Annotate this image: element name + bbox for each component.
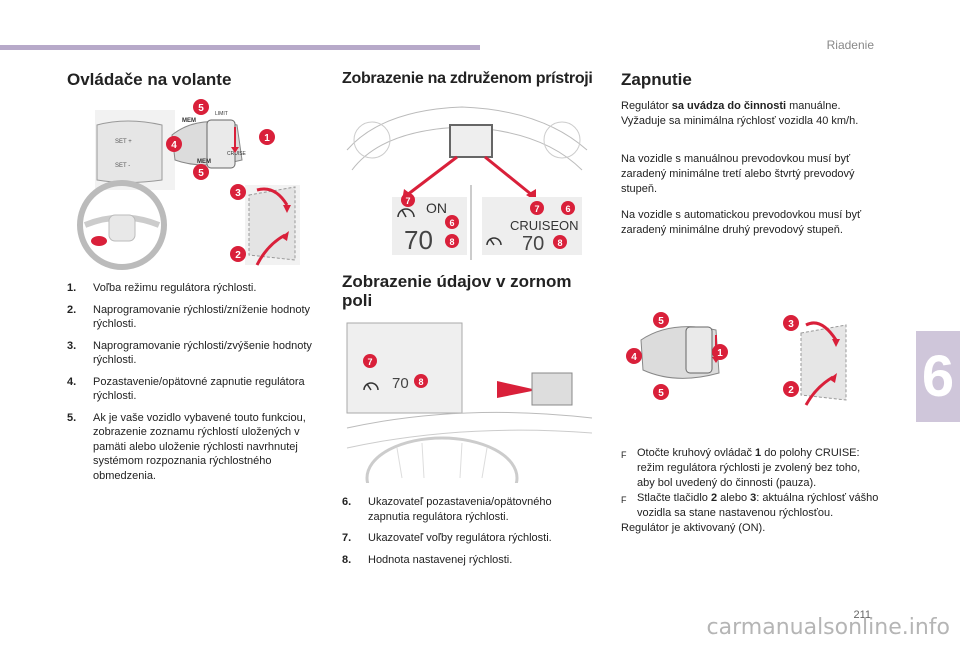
right-callout-8: 8: [557, 238, 562, 248]
left-callout-6: 6: [449, 218, 454, 228]
steering-controls-title: Ovládače na volante: [67, 70, 232, 89]
list-item: 5.Ak je vaše vozidlo vybavené touto funk…: [67, 411, 306, 482]
callout-5-top: 5: [198, 103, 204, 114]
fig1-mem-bottom-text: MEM: [197, 159, 211, 165]
act-callout-5-top: 5: [658, 316, 664, 327]
right-display-mode: CRUISE: [510, 218, 559, 233]
callout-2: 2: [235, 250, 241, 261]
left-display-status: ON: [426, 200, 447, 216]
left-display-speed: 70: [404, 225, 433, 255]
left-callout-7: 7: [405, 196, 410, 206]
activation-steps: F Otočte kruhový ovládač 1 do polohy CRU…: [621, 446, 879, 536]
steering-controls-figure: SET + SET - MEM MEM LIMIT CRUISE 5 1 4 5…: [67, 95, 322, 270]
list-item: 8.Hodnota nastavenej rýchlosti.: [342, 553, 513, 566]
hud-callout-8: 8: [418, 377, 423, 387]
activation-figure: 5 3 4 1 5 2: [621, 305, 876, 415]
act-callout-3: 3: [788, 319, 794, 330]
activation-paragraph-1: Regulátor sa uvádza do činnosti manuálne…: [621, 100, 859, 127]
hud-speed: 70: [392, 375, 409, 392]
activation-paragraph-2: Na vozidle s manuálnou prevodovkou musí …: [621, 153, 855, 195]
header-bar: [0, 45, 480, 50]
list-item: 6.Ukazovateľ pozastavenia/opätovného zap…: [342, 496, 552, 523]
right-display-speed: 70: [522, 233, 544, 255]
fig1-cruise-text: CRUISE: [227, 151, 247, 157]
section-label: Riadenie: [826, 38, 874, 52]
fig1-set-minus-text: SET -: [115, 163, 130, 169]
list-item: 4.Pozastavenie/opätovné zapnutie regulát…: [67, 375, 305, 403]
callout-5-bottom: 5: [198, 168, 204, 179]
fig1-mem-top-text: MEM: [182, 118, 196, 124]
list-item: F Stlačte tlačidlo 2 alebo 3: aktuálna r…: [621, 492, 879, 519]
list-item: 1.Voľba režimu regulátora rýchlosti.: [67, 282, 257, 294]
left-callout-8: 8: [449, 237, 454, 247]
act-callout-2: 2: [788, 385, 794, 396]
right-callout-6: 6: [565, 204, 570, 214]
act-callout-4: 4: [631, 352, 637, 363]
display-legend-list: 6.Ukazovateľ pozastavenia/opätovného zap…: [342, 495, 592, 574]
chapter-tab: 6: [916, 331, 960, 422]
activation-title: Zapnutie: [621, 70, 692, 89]
hud-callout-7: 7: [367, 357, 372, 367]
callout-1: 1: [264, 133, 270, 144]
watermark: carmanualsonline.info: [706, 615, 950, 640]
page-number: 211: [853, 609, 871, 621]
list-item: F Otočte kruhový ovládač 1 do polohy CRU…: [621, 447, 861, 489]
list-item: 7.Ukazovateľ voľby regulátora rýchlosti.: [342, 532, 552, 544]
hud-title: Zobrazenie údajov v zornom poli: [342, 272, 572, 310]
right-callout-7: 7: [534, 204, 539, 214]
list-item: 3.Naprogramovanie rýchlosti/zvýšenie hod…: [67, 339, 312, 367]
controls-legend-list: 1.Voľba režimu regulátora rýchlosti. 2.N…: [67, 281, 319, 490]
callout-3: 3: [235, 188, 241, 199]
activation-paragraph-3: Na vozidle s automatickou prevodovkou mu…: [621, 209, 862, 236]
right-display-status: ON: [559, 218, 579, 233]
fig1-limit-text: LIMIT: [215, 111, 228, 117]
act-callout-1: 1: [717, 348, 723, 359]
activation-final-text: Regulátor je aktivovaný (ON).: [621, 522, 766, 534]
fig1-set-plus-text: SET +: [115, 139, 132, 145]
list-item: 2.Naprogramovanie rýchlosti/zníženie hod…: [67, 303, 311, 331]
cluster-display-figure: ON 70 7 6 8 CRUISE ON 70 7 6 8: [342, 95, 592, 260]
act-callout-5-bottom: 5: [658, 388, 664, 399]
hud-figure: 70 7 8: [342, 318, 597, 483]
bullet-icon: F: [621, 495, 627, 505]
bullet-icon: F: [621, 450, 627, 460]
cluster-display-title: Zobrazenie na združenom prístroji: [342, 70, 593, 87]
callout-4: 4: [171, 140, 177, 151]
